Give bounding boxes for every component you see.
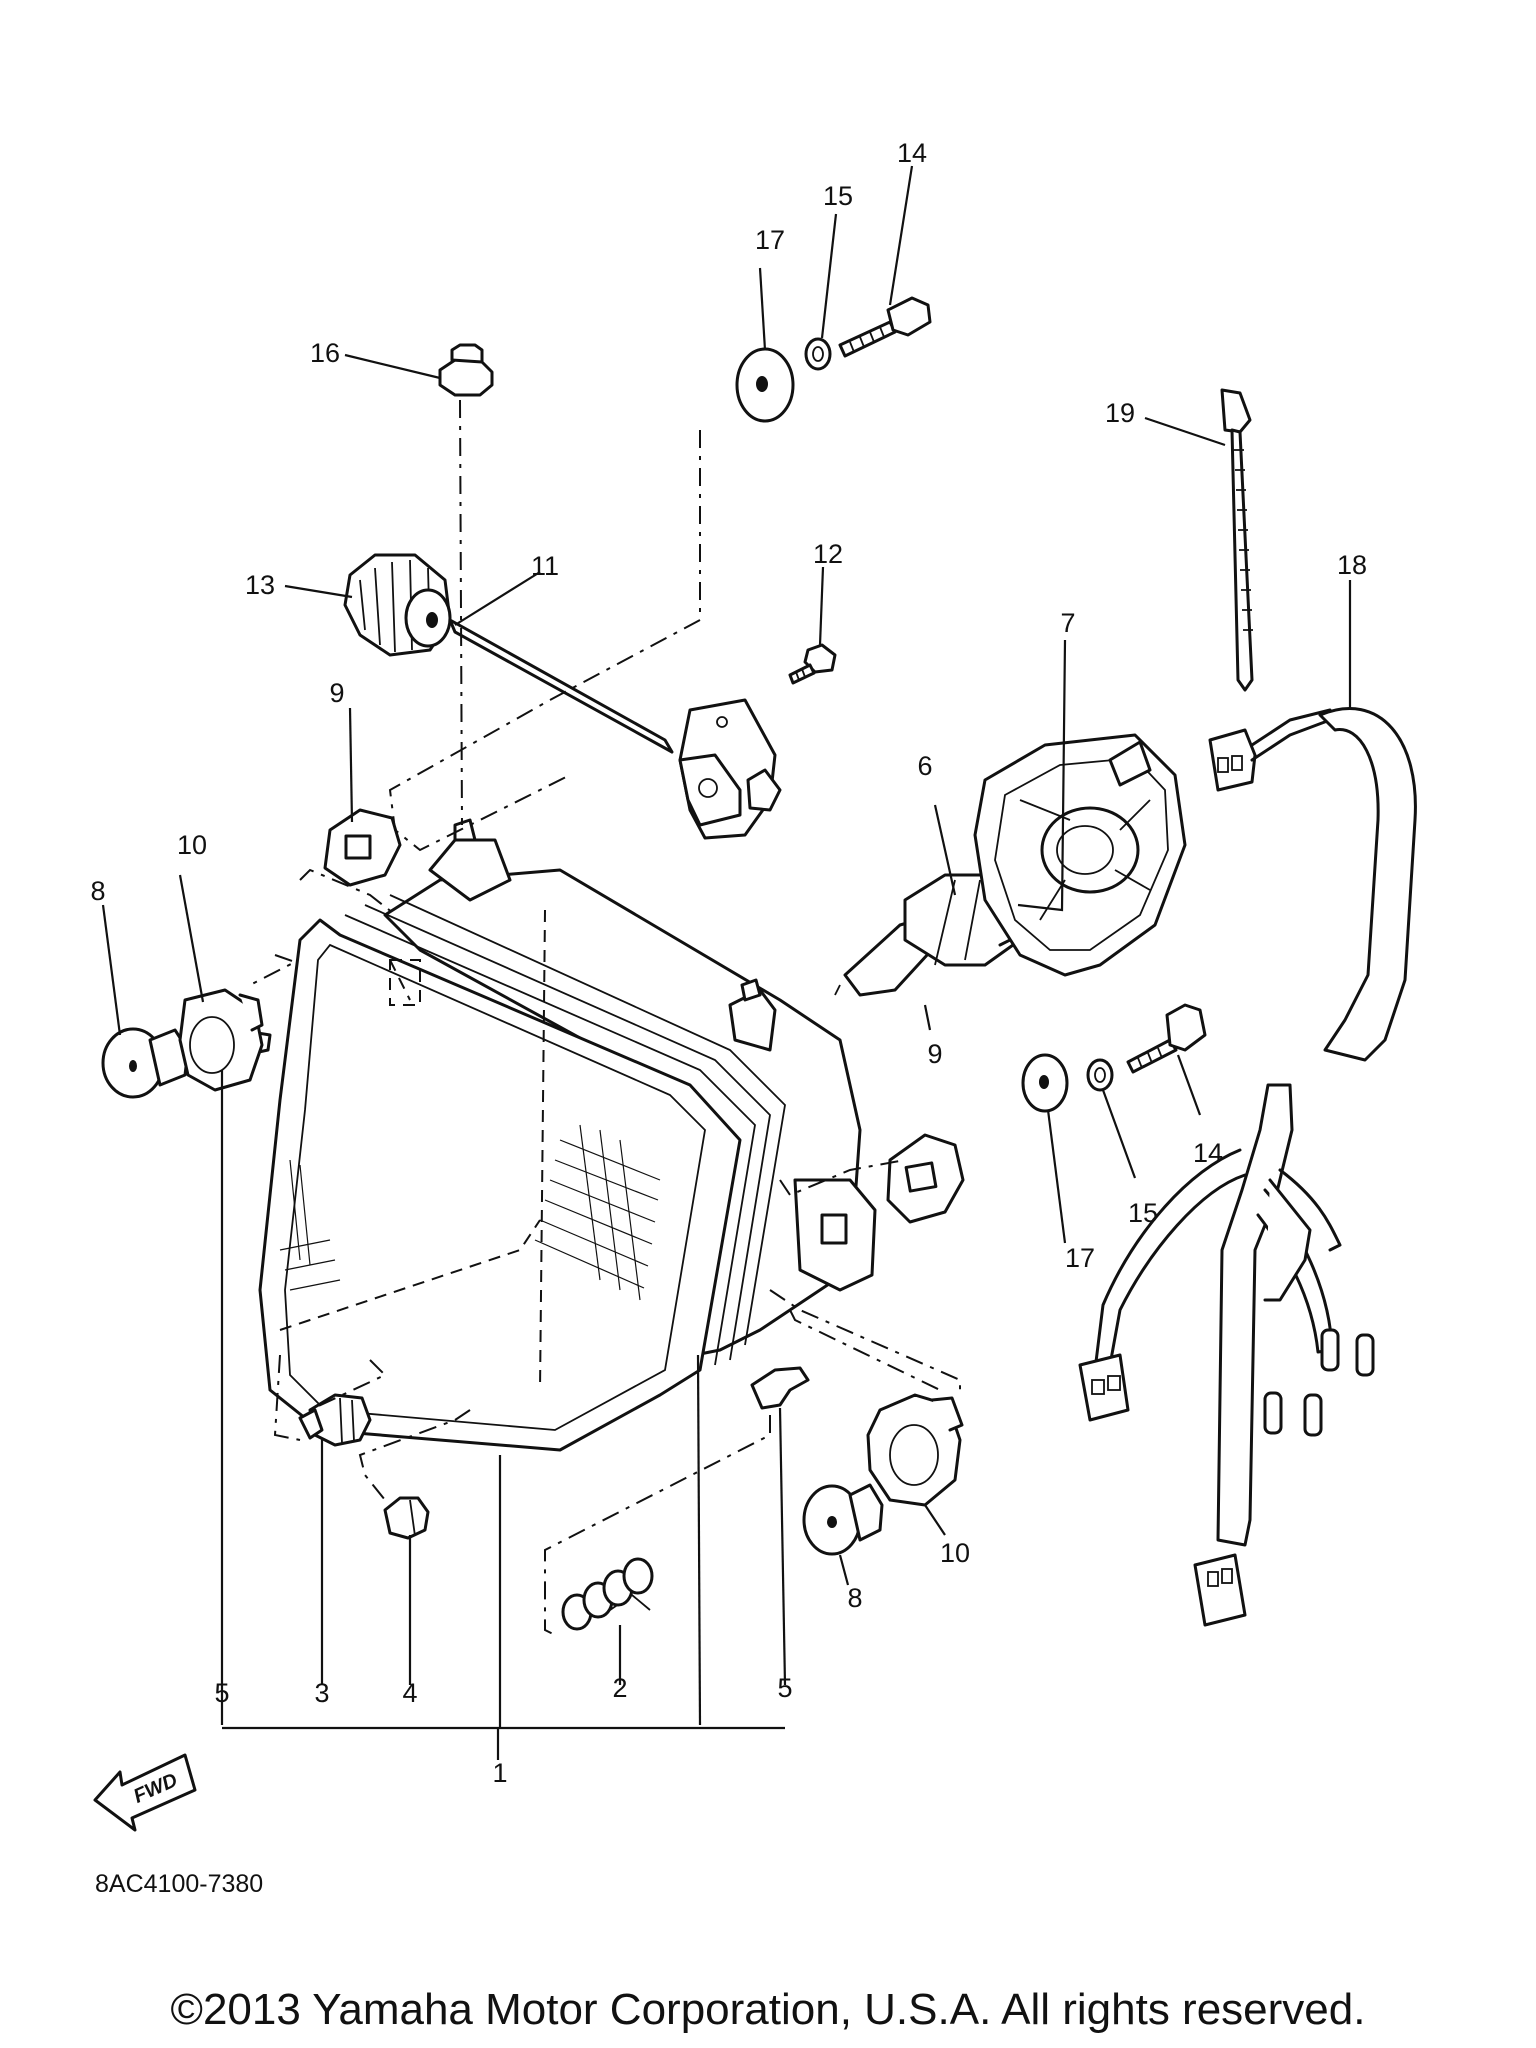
adjuster-bumper-left[interactable] — [101, 1027, 190, 1099]
label-part-14-top: 14 — [897, 138, 927, 168]
grommet-left[interactable] — [323, 808, 402, 887]
adjuster-bracket[interactable] — [678, 698, 782, 840]
clip-right[interactable] — [750, 1366, 810, 1410]
bolt-top[interactable] — [838, 296, 932, 358]
label-part-10-left: 10 — [177, 830, 207, 860]
label-part-6: 6 — [917, 751, 932, 781]
label-part-17-right: 17 — [1065, 1243, 1095, 1273]
fwd-arrow: FWD — [93, 1753, 197, 1832]
label-part-18: 18 — [1337, 550, 1367, 580]
screw[interactable] — [788, 643, 837, 685]
label-part-4: 4 — [402, 1678, 417, 1708]
assembly-lines — [249, 399, 961, 1636]
label-part-13: 13 — [245, 570, 275, 600]
lock-washer-top[interactable] — [804, 337, 832, 371]
label-part-19: 19 — [1105, 398, 1135, 428]
label-part-5-left: 5 — [214, 1678, 229, 1708]
socket-ring-left[interactable] — [178, 988, 264, 1092]
adjuster-bumper-right[interactable] — [802, 1483, 884, 1556]
label-part-5-right: 5 — [777, 1673, 792, 1703]
label-part-9-top: 9 — [329, 678, 344, 708]
socket-ring-right[interactable] — [866, 1393, 964, 1507]
bolt-right[interactable] — [1126, 1003, 1207, 1074]
socket-cover[interactable] — [973, 733, 1187, 977]
adjuster-knob[interactable] — [343, 553, 452, 657]
part-labels: 1 2 3 4 5 5 6 7 8 8 9 9 10 10 11 12 13 1… — [90, 138, 1367, 1788]
cable-tie[interactable] — [1220, 388, 1254, 692]
label-part-8-right: 8 — [847, 1583, 862, 1613]
label-part-8-left: 8 — [90, 876, 105, 906]
grommet-top[interactable] — [438, 343, 494, 397]
copyright-notice: ©2013 Yamaha Motor Corporation, U.S.A. A… — [170, 1985, 1366, 2034]
headlight-unit[interactable] — [258, 818, 877, 1452]
label-part-16: 16 — [310, 338, 340, 368]
flat-washer-top[interactable] — [735, 347, 795, 423]
label-part-12: 12 — [813, 539, 843, 569]
leader-lines — [101, 165, 1352, 1760]
label-part-11: 11 — [531, 551, 559, 581]
label-part-10-right: 10 — [940, 1538, 970, 1568]
label-part-17-top: 17 — [755, 225, 785, 255]
label-part-14-right: 14 — [1193, 1138, 1223, 1168]
spring[interactable] — [561, 1557, 654, 1631]
label-part-7: 7 — [1060, 608, 1075, 638]
label-part-2: 2 — [612, 1673, 627, 1703]
label-part-9-right: 9 — [927, 1039, 942, 1069]
label-part-15-right: 15 — [1128, 1198, 1158, 1228]
position-bulb-socket[interactable] — [298, 1393, 372, 1447]
lock-washer-right[interactable] — [1086, 1058, 1114, 1092]
diagram-code: 8AC4100-7380 — [95, 1870, 263, 1898]
grommet-right[interactable] — [886, 1133, 965, 1224]
label-part-3: 3 — [314, 1678, 329, 1708]
flat-washer-right[interactable] — [1021, 1053, 1069, 1113]
adjuster-rod[interactable] — [448, 618, 674, 754]
position-bulb[interactable] — [383, 1496, 430, 1540]
label-part-15-top: 15 — [823, 181, 853, 211]
headlight-wire-harness[interactable] — [1078, 707, 1417, 1627]
label-part-1: 1 — [492, 1758, 507, 1788]
